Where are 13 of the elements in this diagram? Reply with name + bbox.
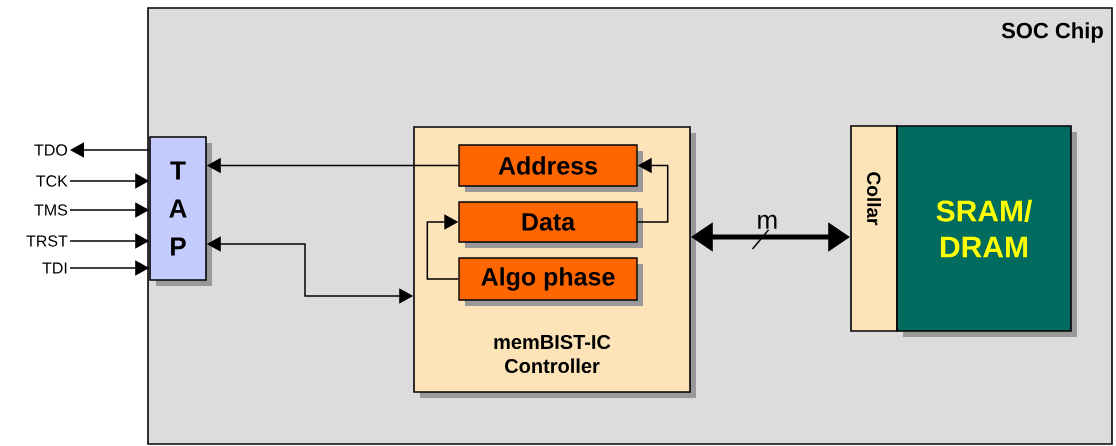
register-box: Algo phase	[458, 257, 643, 306]
arrow	[426, 214, 460, 280]
pin-label: TCK	[36, 175, 68, 187]
collar-box: Collar	[850, 125, 898, 332]
pin-label: TDO	[34, 144, 68, 156]
arrow	[70, 142, 150, 158]
tap-box: T A P	[149, 136, 212, 286]
pin-label: TMS	[34, 204, 68, 216]
pin-label: TRST	[26, 235, 68, 247]
register-box: Address	[458, 144, 643, 192]
register-box: Data	[458, 201, 643, 248]
pin-label: TDI	[42, 262, 67, 274]
memory-box: SRAM/ DRAM	[896, 125, 1077, 337]
